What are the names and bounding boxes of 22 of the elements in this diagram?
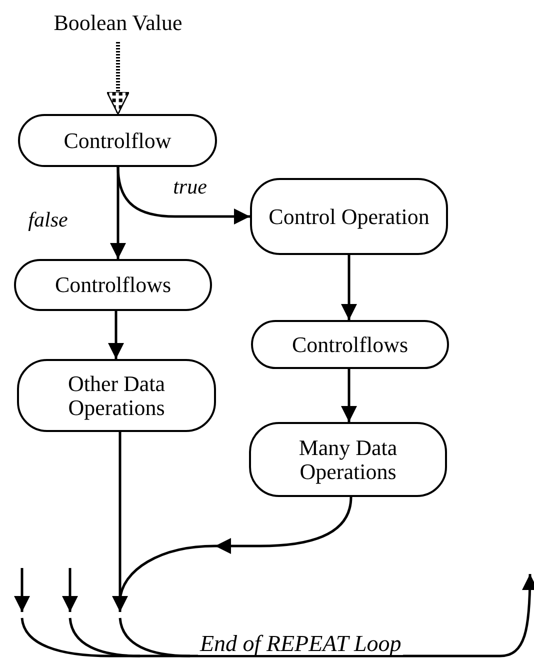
node-text: Many Data Operations <box>298 436 398 483</box>
node-text: Controlflows <box>292 332 408 356</box>
process-box <box>251 320 449 369</box>
process-box <box>250 178 448 255</box>
node-text: Control Operation <box>268 204 430 228</box>
arrow <box>215 496 352 554</box>
arrow <box>108 311 124 359</box>
dotted-arrow <box>106 42 130 115</box>
process-box <box>17 359 216 432</box>
node-text: Controlflows <box>54 273 172 297</box>
arrow <box>116 166 250 224</box>
loop-label: End of REPEAT Loop <box>198 632 404 655</box>
process-box <box>249 422 447 497</box>
process-box <box>18 114 217 167</box>
node-text: Controlflow <box>64 128 172 152</box>
arrow <box>341 369 357 422</box>
arrow <box>341 255 357 320</box>
process-box <box>14 259 212 311</box>
node-text: Other Data Operations <box>66 372 166 419</box>
arrow <box>112 432 128 612</box>
edge-label: false <box>28 210 68 230</box>
node-text: Boolean Value <box>54 10 182 36</box>
